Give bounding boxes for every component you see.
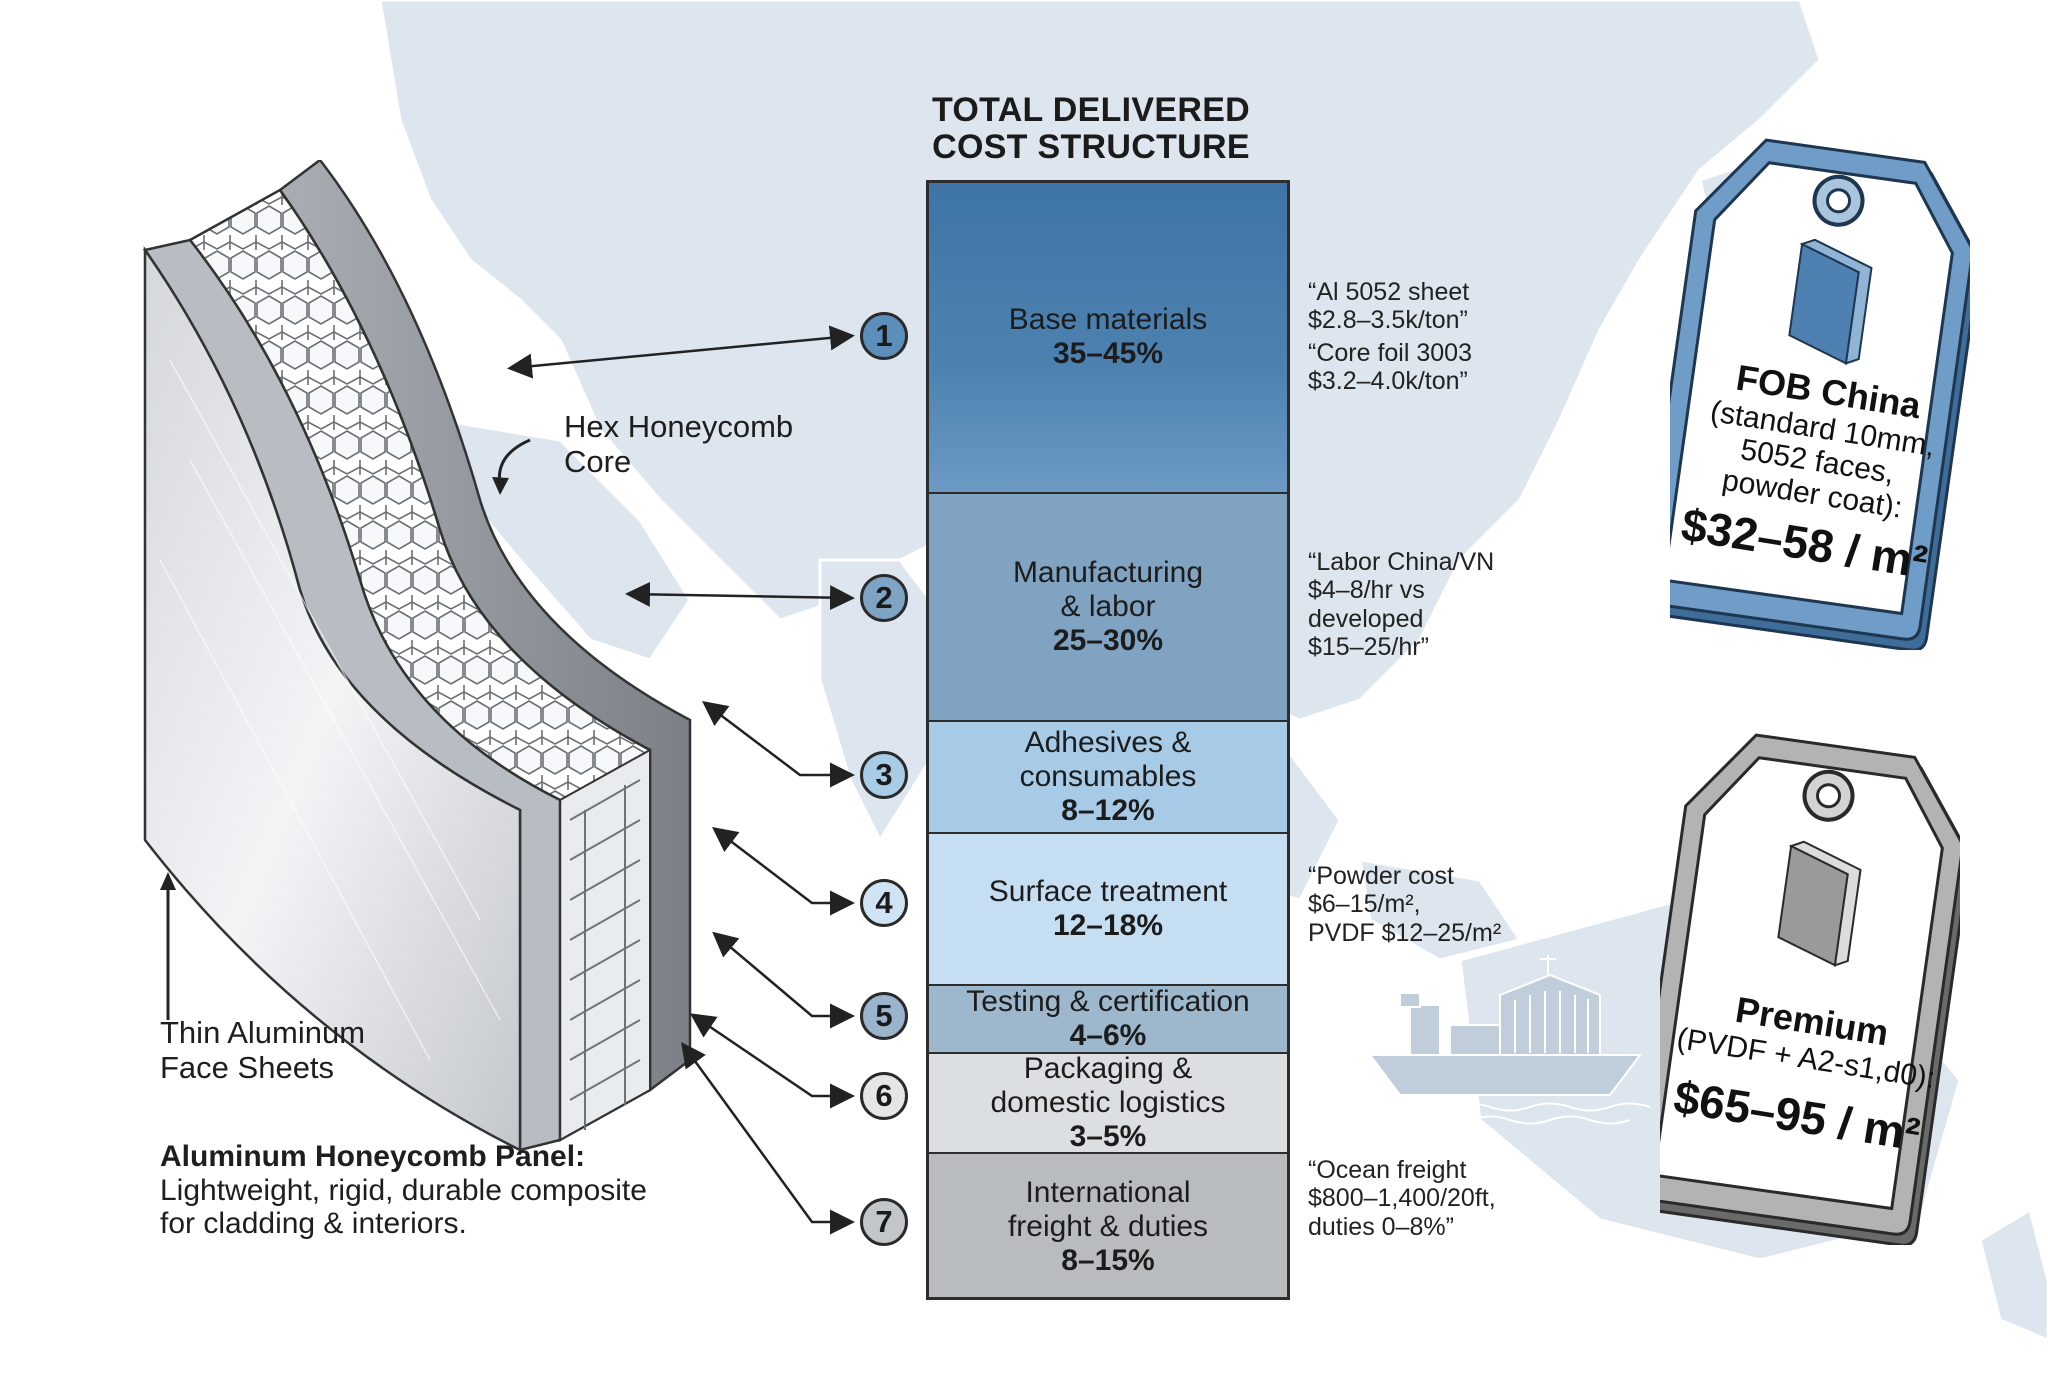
panel-caption-line-2: for cladding & interiors. [160,1207,467,1241]
face-sheet-label-line-2: Face Sheets [160,1049,335,1085]
core-label-line-2: Core [564,443,632,479]
segment-label: Base materials [1008,303,1208,337]
note-line: $800–1,400/20ft, [1308,1184,1496,1213]
note-line: $6–15/m², [1308,890,1421,919]
honeycomb-panel-illustration [142,160,692,1153]
segment-label-2: freight & duties [1007,1210,1209,1244]
segment-label: International [1025,1176,1191,1210]
front-face-sheet-surface [143,246,522,1153]
note-line: “Labor China/VN [1308,548,1495,576]
note-line: PVDF $12–25/m² [1308,918,1502,947]
segment-label: Testing & certification [966,985,1250,1019]
panel-caption-line-1: Lightweight, rigid, durable composite [160,1173,647,1207]
callout-7: 7 [860,1198,908,1246]
panel-icon-blue [1788,238,1873,365]
segment-pct: 8–15% [1061,1243,1155,1277]
segment-testing: Testing & certification 4–6% [927,984,1289,1052]
callout-3: 3 [860,751,908,799]
face-sheet-label: Thin Aluminum Face Sheets [160,1015,366,1085]
connector-5 [712,931,855,1029]
segment-label-2: domestic logistics [990,1086,1226,1120]
note-line: developed [1308,604,1424,633]
core-label-line-1: Hex Honeycomb [564,409,794,444]
connector-7 [681,1041,855,1235]
note-line: $15–25/hr” [1308,632,1429,661]
segment-base-materials: Base materials 35–45% [927,180,1289,492]
note-base-materials: “Al 5052 sheet $2.8–3.5k/ton” “Core foil… [1308,278,1472,395]
segment-pct: 4–6% [1069,1019,1147,1052]
connector-4 [712,826,855,916]
face-sheet-label-line-1: Thin Aluminum [160,1015,366,1050]
cost-structure-title: TOTAL DELIVERED COST STRUCTURE [926,92,1256,165]
connector-2 [625,581,855,611]
callout-5: 5 [860,992,908,1040]
panel-caption-title: Aluminum Honeycomb Panel: [160,1140,586,1173]
segment-manufacturing-labor: Manufacturing & labor 25–30% [927,492,1289,720]
callout-6: 6 [860,1072,908,1120]
cost-structure-title-line-2: COST STRUCTURE [932,127,1250,166]
segment-label-2: consumables [1019,760,1197,794]
core-label: Hex Honeycomb Core [564,409,794,479]
map-landmass-islands [1358,858,1523,962]
connector-3 [702,700,855,788]
segment-pct: 3–5% [1069,1119,1147,1153]
map-landmass-new-zealand [1978,1207,2048,1342]
fob-price-tag-graphic [1670,138,1970,650]
callout-4: 4 [860,879,908,927]
segment-pct: 25–30% [1052,623,1164,657]
fob-tag-text: FOB China (standard 10mm, 5052 faces, po… [1672,351,1960,590]
note-line: $4–8/hr vs [1308,576,1425,605]
segment-label: Packaging & [1023,1052,1193,1086]
note-line: $3.2–4.0k/ton” [1308,366,1468,395]
segment-international-freight: International freight & duties 8–15% [927,1152,1289,1300]
map-landmass-india [818,558,962,844]
note-line: “Powder cost [1308,862,1454,890]
note-line: duties 0–8%” [1308,1212,1454,1241]
note-line: $2.8–3.5k/ton” [1308,306,1468,335]
segment-packaging: Packaging & domestic logistics 3–5% [927,1052,1289,1153]
callout-2: 2 [860,574,908,622]
segment-pct: 35–45% [1052,337,1164,370]
segment-adhesives: Adhesives & consumables 8–12% [927,720,1289,832]
connector-1 [507,325,855,379]
note-freight: “Ocean freight $800–1,400/20ft, duties 0… [1308,1156,1496,1241]
panel-icon-silver [1777,840,1862,967]
premium-price-tag-graphic [1660,733,1960,1245]
cost-structure-title-line-1: TOTAL DELIVERED [931,91,1251,129]
connector-6 [689,1013,855,1109]
panel-caption: Aluminum Honeycomb Panel: Lightweight, r… [160,1140,647,1241]
segment-pct: 12–18% [1052,909,1164,942]
note-line: “Al 5052 sheet [1308,278,1470,306]
segment-surface-treatment: Surface treatment 12–18% [927,832,1289,984]
segment-label: Manufacturing [1012,556,1204,590]
segment-label: Adhesives & [1024,726,1192,760]
note-surface: “Powder cost $6–15/m², PVDF $12–25/m² [1308,862,1501,947]
callout-1: 1 [860,312,908,360]
note-line: “Ocean freight [1308,1156,1467,1184]
segment-label: Surface treatment [988,875,1228,909]
note-labor: “Labor China/VN $4–8/hr vs developed $15… [1308,548,1494,661]
note-line: “Core foil 3003 [1308,338,1472,367]
segment-label-2: & labor [1060,590,1156,624]
segment-pct: 8–12% [1061,793,1155,827]
cargo-ship-icon [1370,955,1650,1125]
